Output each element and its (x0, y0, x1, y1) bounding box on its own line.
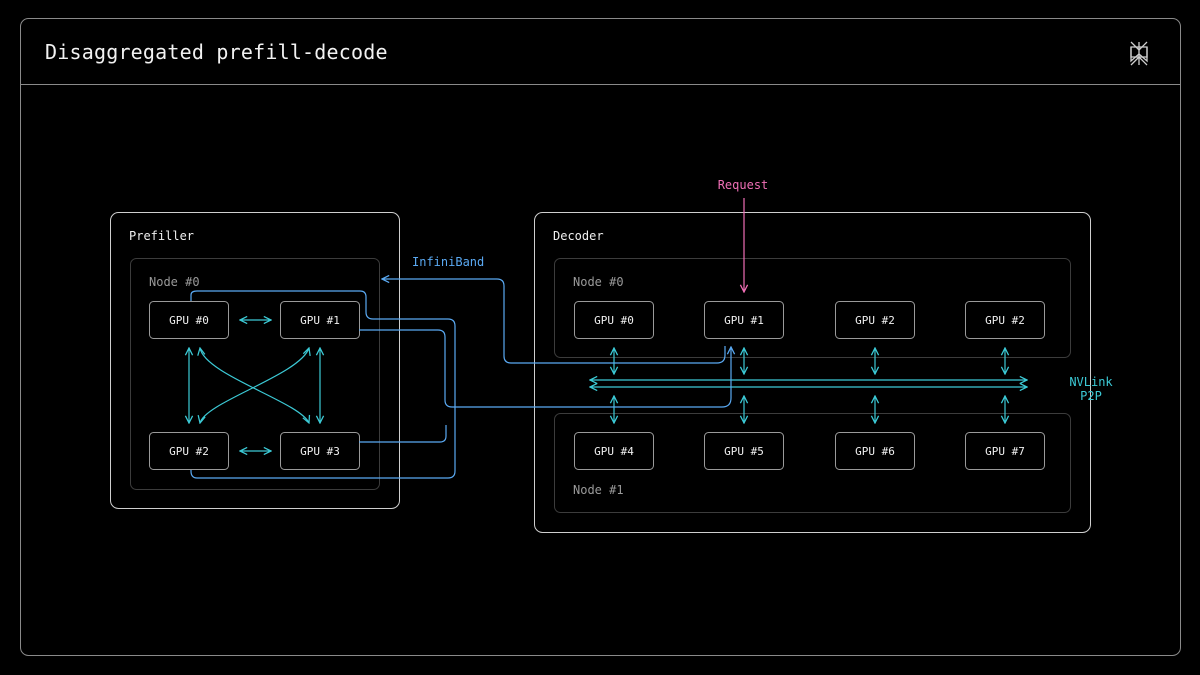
decoder-node-0-gpu-0[interactable]: GPU #0 (574, 301, 654, 339)
decoder-node-1-box (554, 413, 1071, 513)
decoder-nvlink-bus (590, 348, 1027, 423)
gpu-label: GPU #2 (985, 314, 1025, 327)
request-label: Request (718, 178, 769, 192)
prefiller-gpu-1[interactable]: GPU #1 (280, 301, 360, 339)
gpu-label: GPU #3 (300, 445, 340, 458)
page-title: Disaggregated prefill-decode (45, 40, 388, 64)
prefiller-node-label: Node #0 (149, 275, 200, 289)
gpu-label: GPU #7 (985, 445, 1025, 458)
gpu-label: GPU #4 (594, 445, 634, 458)
decoder-node-0-gpu-3[interactable]: GPU #2 (965, 301, 1045, 339)
decoder-node-1-gpu-7[interactable]: GPU #7 (965, 432, 1045, 470)
prefiller-gpu-2[interactable]: GPU #2 (149, 432, 229, 470)
decoder-node-0-box (554, 258, 1071, 358)
prefiller-gpu-0[interactable]: GPU #0 (149, 301, 229, 339)
gpu-label: GPU #1 (724, 314, 764, 327)
nvlink-label: NVLink (1069, 375, 1113, 389)
perplexity-logo-icon (1130, 41, 1148, 66)
gpu-label: GPU #0 (169, 314, 209, 327)
decoder-label: Decoder (553, 229, 604, 243)
infiniband-label: InfiniBand (412, 255, 484, 269)
gpu-label: GPU #2 (855, 314, 895, 327)
infiniband-links (190, 279, 731, 479)
gpu-label: GPU #2 (169, 445, 209, 458)
decoder-node-0-gpu-2[interactable]: GPU #2 (835, 301, 915, 339)
prefiller-box (110, 212, 400, 509)
decoder-box (534, 212, 1091, 533)
decoder-node-0-gpu-1[interactable]: GPU #1 (704, 301, 784, 339)
decoder-node-0-label: Node #0 (573, 275, 624, 289)
gpu-label: GPU #0 (594, 314, 634, 327)
prefiller-node-box (130, 258, 380, 490)
p2p-label: P2P (1080, 389, 1102, 403)
gpu-label: GPU #1 (300, 314, 340, 327)
decoder-node-1-gpu-6[interactable]: GPU #6 (835, 432, 915, 470)
gpu-label: GPU #5 (724, 445, 764, 458)
prefiller-label: Prefiller (129, 229, 194, 243)
decoder-node-1-label: Node #1 (573, 483, 624, 497)
prefiller-nvlink-mesh (189, 320, 320, 451)
prefiller-gpu-3[interactable]: GPU #3 (280, 432, 360, 470)
decoder-node-1-gpu-5[interactable]: GPU #5 (704, 432, 784, 470)
gpu-label: GPU #6 (855, 445, 895, 458)
outer-frame (20, 18, 1181, 656)
decoder-node-1-gpu-4[interactable]: GPU #4 (574, 432, 654, 470)
